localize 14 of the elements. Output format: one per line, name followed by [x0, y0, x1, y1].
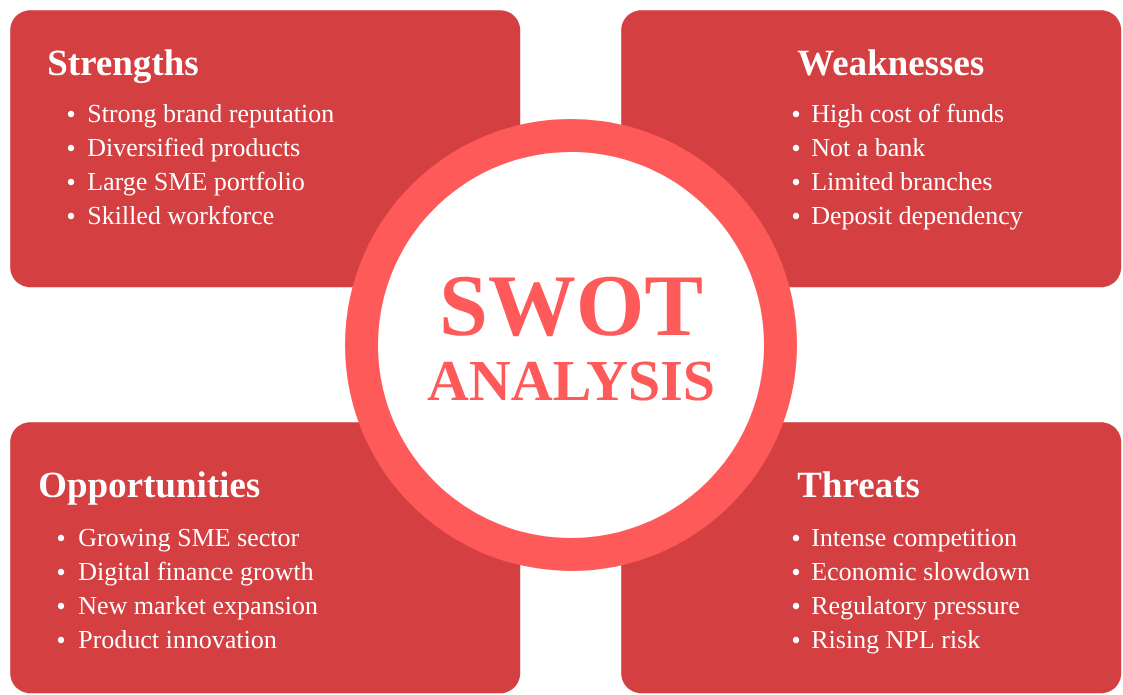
bullet-item: Rising NPL risk	[792, 629, 981, 654]
card-heading: Threats	[797, 471, 919, 498]
card-heading: Strengths	[49, 49, 198, 84]
card-heading: Opportunities	[40, 471, 260, 505]
bullet-item: Product innovation	[57, 629, 277, 649]
bullet-item: Large SME portfolio	[67, 171, 304, 196]
card-heading: Weaknesses	[797, 49, 984, 76]
bullet-item: Diversified products	[67, 137, 300, 162]
bullet-item: Skilled workforce	[67, 205, 274, 225]
bullet-item: Digital finance growth	[57, 561, 314, 586]
bullet-item: Growing SME sector	[57, 528, 299, 552]
bullet-item: New market expansion	[57, 595, 318, 620]
bullet-item: Regulatory pressure	[792, 595, 1019, 620]
bullet-item: Strong brand reputation	[67, 103, 334, 128]
